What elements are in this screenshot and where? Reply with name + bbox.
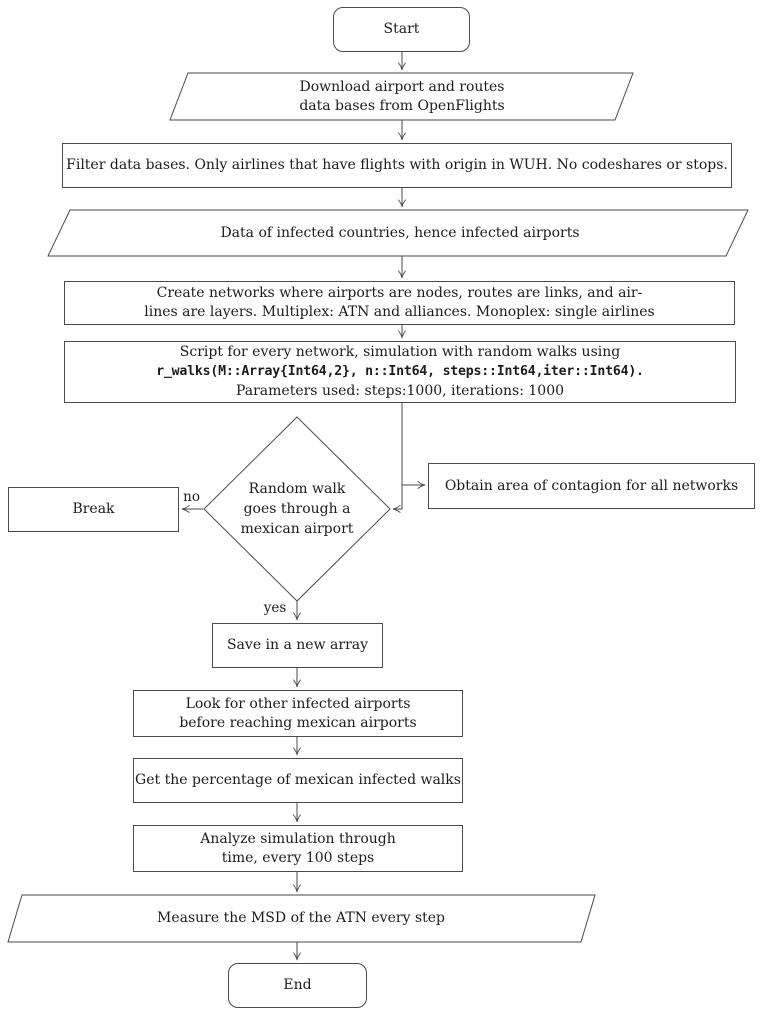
node-script-line3: Parameters used: steps:1000, iterations:… [235, 383, 565, 399]
node-break: Break [8, 487, 179, 532]
node-script-code: r_walks(M::Array{Int64,2}, n::Int64, ste… [156, 364, 644, 379]
edge-label-yes: yes [263, 600, 287, 616]
edge-label-no: no [183, 489, 200, 505]
node-look: Look for other infected airports before … [133, 690, 463, 737]
node-create: Create networks where airports are nodes… [64, 281, 735, 325]
node-filter: Filter data bases. Only airlines that ha… [62, 143, 732, 188]
download-parallelogram-shape [169, 72, 634, 121]
node-save-label: Save in a new array [226, 637, 369, 653]
node-get-label: Get the percentage of mexican infected w… [135, 772, 461, 788]
infected-parallelogram-shape [47, 209, 749, 257]
node-obtain-label: Obtain area of contagion for all network… [444, 477, 739, 494]
node-obtain: Obtain area of contagion for all network… [428, 463, 755, 509]
decision-diamond-shape [203, 416, 391, 602]
node-look-line1: Look for other infected airports [185, 695, 411, 712]
node-save: Save in a new array [212, 623, 383, 668]
arrow-script-decision [392, 403, 403, 514]
node-end: End [228, 963, 367, 1008]
node-break-label: Break [72, 501, 115, 517]
node-script: Script for every network, simulation wit… [64, 341, 736, 403]
node-end-label: End [283, 977, 312, 993]
node-create-line2: lines are layers. Multiplex: ATN and all… [144, 304, 655, 320]
node-get: Get the percentage of mexican infected w… [133, 758, 463, 803]
msd-parallelogram-shape [7, 894, 596, 943]
node-create-line1: Create networks where airports are nodes… [156, 285, 643, 301]
node-start: Start [333, 7, 470, 52]
node-look-line2: before reaching mexican airports [179, 714, 417, 731]
node-analyze: Analyze simulation through time, every 1… [133, 825, 463, 872]
node-analyze-line2: time, every 100 steps [221, 849, 375, 866]
node-analyze-line1: Analyze simulation through [200, 830, 396, 847]
node-script-line1: Script for every network, simulation wit… [179, 344, 621, 360]
node-start-label: Start [383, 21, 420, 37]
node-filter-label: Filter data bases. Only airlines that ha… [66, 157, 728, 173]
